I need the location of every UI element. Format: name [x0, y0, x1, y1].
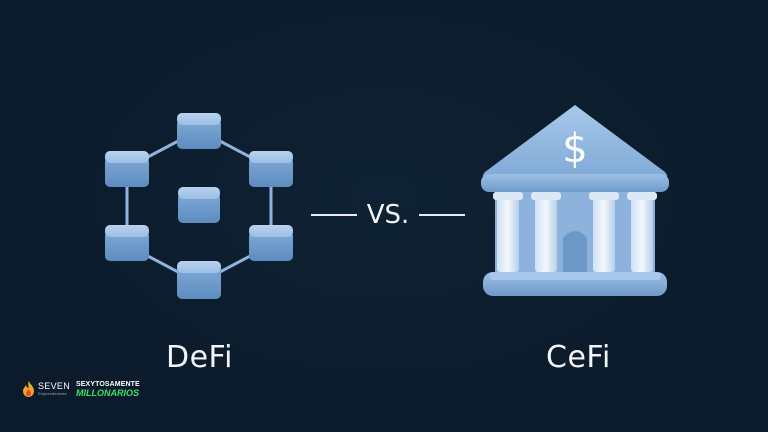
defi-label: DeFi [166, 340, 233, 375]
brand-seven-name: SEVEN [38, 381, 71, 391]
brand-sexy-bottom: MILLONARIOS [76, 387, 140, 398]
versus-line-left [310, 214, 357, 216]
bank-icon: $ [481, 105, 669, 296]
brand-seven-sub: Emprendedores [38, 391, 67, 396]
flame-logo-icon [23, 381, 34, 397]
versus-text: VS. [366, 200, 410, 230]
brand-watermark: SEVEN Emprendedores SEXYTOSAMENTE MILLON… [22, 378, 140, 400]
versus-line-right [419, 214, 466, 216]
brand-sexy-top: SEXYTOSAMENTE [76, 380, 140, 388]
dollar-sign: $ [562, 126, 587, 172]
cefi-label: CeFi [546, 340, 611, 375]
blockchain-network-icon [105, 113, 293, 299]
brand-sexy: SEXYTOSAMENTE MILLONARIOS [76, 381, 140, 398]
versus-separator: VS. [308, 197, 468, 233]
brand-seven: SEVEN Emprendedores [38, 382, 70, 396]
